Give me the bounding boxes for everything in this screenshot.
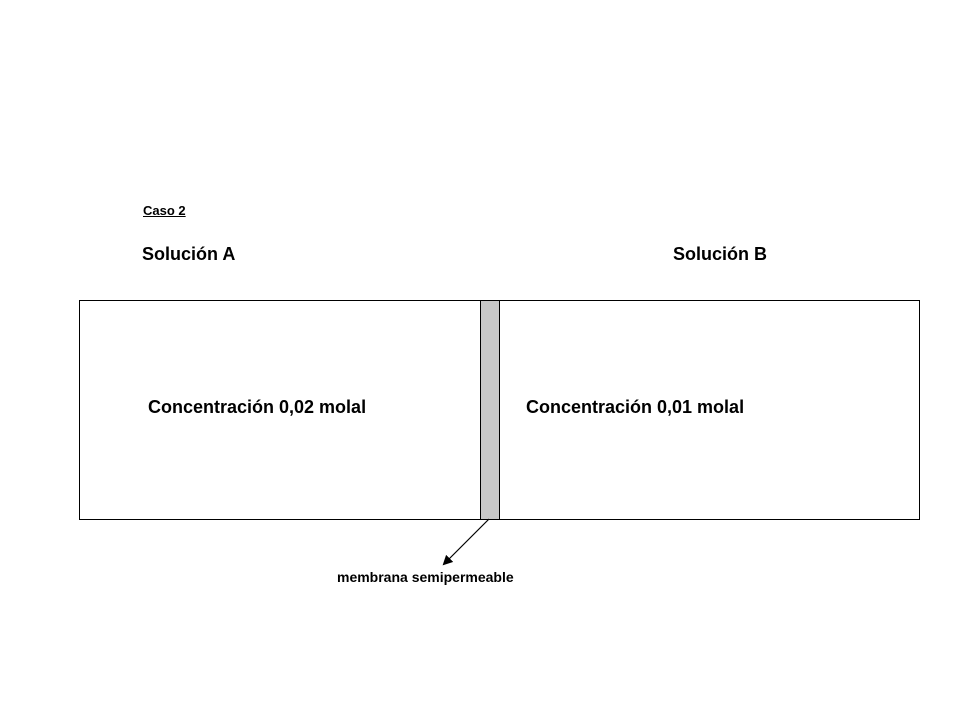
solution-a-title: Solución A bbox=[142, 244, 236, 264]
semipermeable-membrane bbox=[480, 300, 500, 520]
solution-a-concentration: Concentración 0,02 molal bbox=[148, 397, 367, 417]
membrane-label: membrana semipermeable bbox=[337, 569, 514, 585]
solution-b-title: Solución B bbox=[673, 244, 767, 264]
arrow-line bbox=[442, 518, 490, 566]
solution-b-concentration: Concentración 0,01 molal bbox=[526, 397, 745, 417]
case-label: Caso 2 bbox=[143, 203, 186, 218]
